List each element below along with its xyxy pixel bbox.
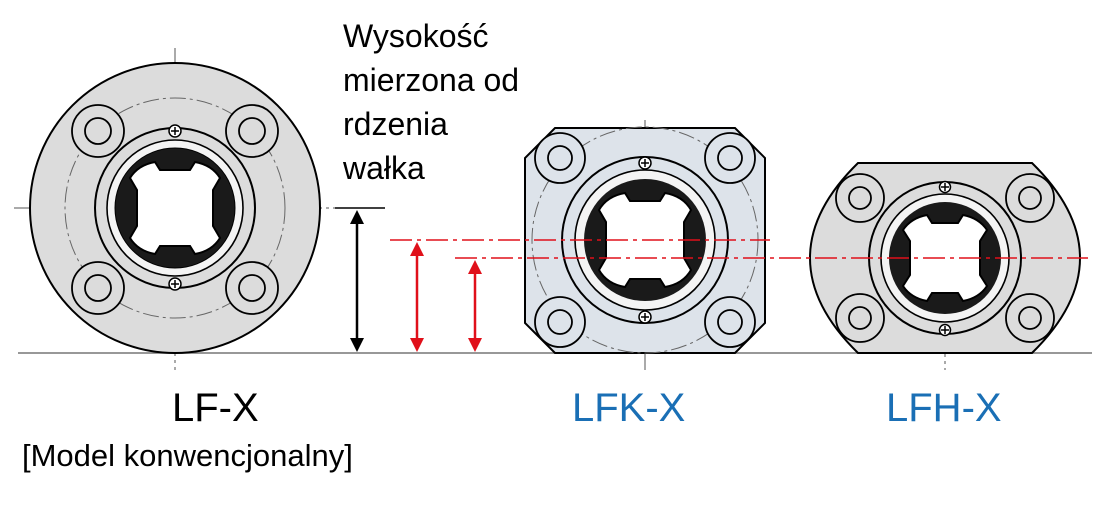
note-line-1: Wysokość: [343, 18, 489, 54]
note-line-3: rdzenia: [343, 106, 448, 142]
lfk-x-label: LFK-X: [572, 386, 686, 430]
height-note: Wysokość mierzona od rdzenia wałka: [343, 14, 519, 190]
lf-x-flange-drawing: [14, 48, 385, 370]
lfk-height-arrow: [410, 242, 424, 352]
lfh-height-arrow: [468, 260, 482, 352]
lf-x-subtitle: [Model konwencjonalny]: [22, 438, 353, 473]
note-line-4: wałka: [343, 150, 425, 186]
lfk-x-flange-drawing: [524, 120, 766, 370]
lfh-x-flange-drawing: [808, 162, 1082, 370]
lf-height-arrow: [350, 210, 364, 352]
lf-x-label: LF-X: [172, 386, 259, 430]
lfh-x-label: LFH-X: [886, 386, 1002, 430]
note-line-2: mierzona od: [343, 62, 520, 98]
